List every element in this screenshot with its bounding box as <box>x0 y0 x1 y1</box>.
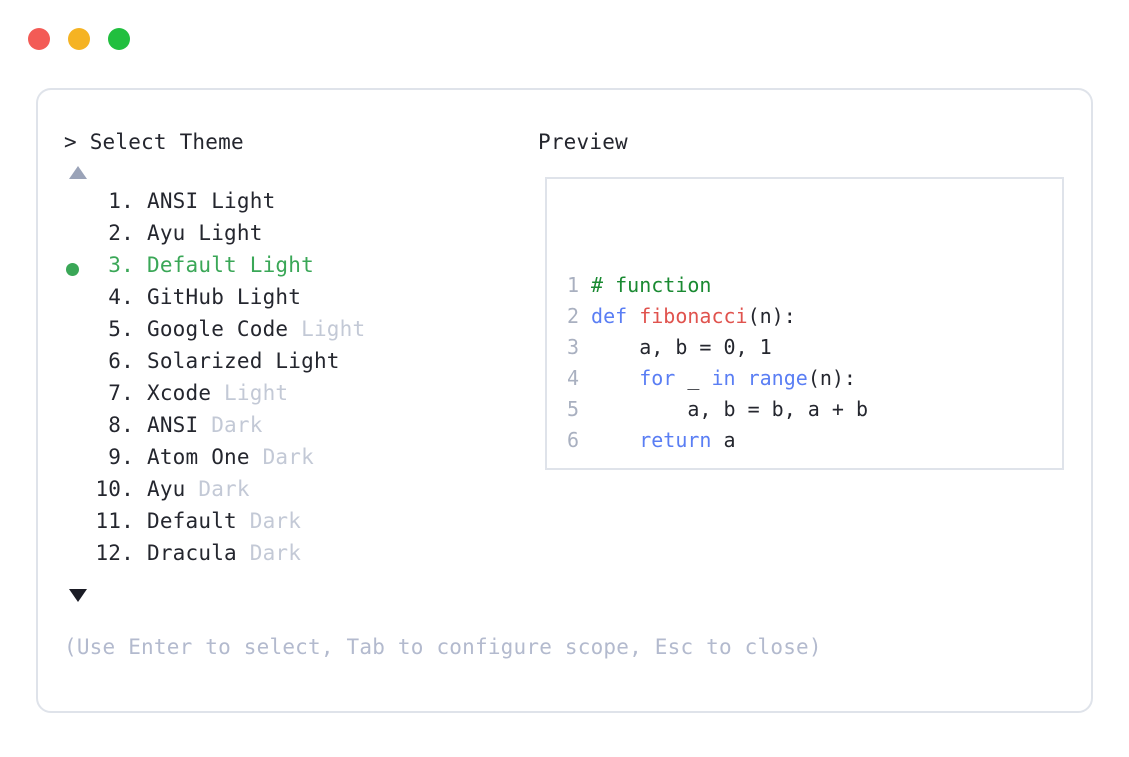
theme-list-item[interactable]: 6. Solarized Light <box>64 349 534 381</box>
theme-list-item[interactable]: 7. Xcode Light <box>64 381 534 413</box>
theme-item-number: 11. <box>95 509 134 533</box>
theme-item-name: ANSI <box>147 413 199 437</box>
theme-list-item[interactable]: 2. Ayu Light <box>64 221 534 253</box>
theme-item-number: 6. <box>95 349 134 373</box>
selection-indicator-slot <box>64 381 92 413</box>
code-token: (n): <box>747 304 796 328</box>
theme-picker-card: > Select Theme 1. ANSI Light 2. Ayu Light … <box>36 88 1093 713</box>
theme-list-item[interactable]: 9. Atom One Dark <box>64 445 534 477</box>
theme-list-item[interactable]: 10. Ayu Dark <box>64 477 534 509</box>
line-number: 2 <box>566 304 579 328</box>
theme-list-item[interactable]: 4. GitHub Light <box>64 285 534 317</box>
code-token: (n): <box>807 366 856 390</box>
theme-item-number: 9. <box>95 445 134 469</box>
window-controls <box>28 28 130 50</box>
code-token: def <box>591 304 640 328</box>
theme-item-name: Default Light <box>147 253 314 277</box>
keyboard-hint: (Use Enter to select, Tab to configure s… <box>64 635 822 659</box>
line-number: 5 <box>566 397 579 421</box>
selection-indicator-slot <box>64 477 92 509</box>
theme-item-name: Xcode <box>147 381 212 405</box>
selection-indicator-slot <box>64 253 92 285</box>
theme-list-item[interactable]: 12. Dracula Dark <box>64 541 534 573</box>
selection-indicator-slot <box>64 349 92 381</box>
theme-item-number: 2. <box>95 221 134 245</box>
theme-item-number: 7. <box>95 381 134 405</box>
theme-item-name: ANSI Light <box>147 189 276 213</box>
theme-selector-column: > Select Theme 1. ANSI Light 2. Ayu Light … <box>64 130 534 602</box>
prompt-symbol: > <box>64 130 90 154</box>
selection-indicator-slot <box>64 189 92 221</box>
theme-item-variant: Light <box>288 317 366 341</box>
theme-item-name: Google Code <box>147 317 289 341</box>
line-number: 4 <box>566 366 579 390</box>
theme-item-number: 1. <box>95 189 134 213</box>
theme-item-name: Ayu Light <box>147 221 263 245</box>
code-token: a, b = b, a + b <box>591 397 868 421</box>
theme-item-name: Ayu <box>147 477 186 501</box>
theme-list-item[interactable]: 5. Google Code Light <box>64 317 534 349</box>
scroll-down-icon[interactable] <box>69 589 87 602</box>
code-line: 4 for _ in range(n): <box>565 363 1062 394</box>
page-title: Select Theme <box>89 130 244 154</box>
theme-list-item[interactable]: 8. ANSI Dark <box>64 413 534 445</box>
code-token: return <box>591 428 724 452</box>
selection-indicator-slot <box>64 541 92 573</box>
code-line: 5 a, b = b, a + b <box>565 394 1062 425</box>
theme-list: 1. ANSI Light 2. Ayu Light 3. Default Light… <box>64 189 534 573</box>
theme-list-item[interactable]: 3. Default Light <box>64 253 534 285</box>
maximize-button[interactable] <box>108 28 130 50</box>
theme-item-name: GitHub Light <box>147 285 302 309</box>
selected-bullet-icon <box>66 262 79 276</box>
code-line: 1 # function <box>565 270 1062 301</box>
theme-item-number: 4. <box>95 285 134 309</box>
scroll-up-icon[interactable] <box>69 166 87 179</box>
code-token: fibonacci <box>639 304 748 328</box>
prompt-line: > Select Theme <box>64 130 534 154</box>
theme-item-variant: Dark <box>236 541 302 565</box>
theme-item-variant: Dark <box>249 445 314 469</box>
theme-item-name: Solarized Light <box>147 349 340 373</box>
line-number: 6 <box>566 428 579 452</box>
code-line: 6 return a <box>565 425 1062 456</box>
minimize-button[interactable] <box>68 28 90 50</box>
code-token: # function <box>591 273 712 297</box>
theme-item-name: Dracula <box>147 541 237 565</box>
selection-indicator-slot <box>64 509 92 541</box>
code-token: a <box>723 428 736 452</box>
theme-item-name: Default <box>147 509 237 533</box>
theme-item-number: 8. <box>95 413 134 437</box>
code-token: in <box>711 366 748 390</box>
line-number: 3 <box>566 335 579 359</box>
theme-list-item[interactable]: 1. ANSI Light <box>64 189 534 221</box>
theme-item-variant: Light <box>211 381 289 405</box>
theme-item-variant: Dark <box>236 509 302 533</box>
code-token: a, b = 0, 1 <box>591 335 772 359</box>
theme-item-number: 12. <box>95 541 134 565</box>
selection-indicator-slot <box>64 445 92 477</box>
theme-item-number: 10. <box>95 477 134 501</box>
code-token: range <box>747 366 808 390</box>
theme-list-item[interactable]: 11. Default Dark <box>64 509 534 541</box>
preview-title: Preview <box>538 130 628 154</box>
close-button[interactable] <box>28 28 50 50</box>
selection-indicator-slot <box>64 317 92 349</box>
theme-item-name: Atom One <box>147 445 250 469</box>
theme-item-number: 3. <box>95 253 134 277</box>
line-number: 1 <box>566 273 579 297</box>
theme-item-variant: Dark <box>198 413 263 437</box>
code-line: 3 a, b = 0, 1 <box>565 332 1062 363</box>
selection-indicator-slot <box>64 285 92 317</box>
code-token: _ <box>687 366 712 390</box>
selection-indicator-slot <box>64 413 92 445</box>
selection-indicator-slot <box>64 221 92 253</box>
code-token: for <box>591 366 688 390</box>
theme-item-number: 5. <box>95 317 134 341</box>
code-line: 2 def fibonacci(n): <box>565 301 1062 332</box>
theme-item-variant: Dark <box>185 477 250 501</box>
